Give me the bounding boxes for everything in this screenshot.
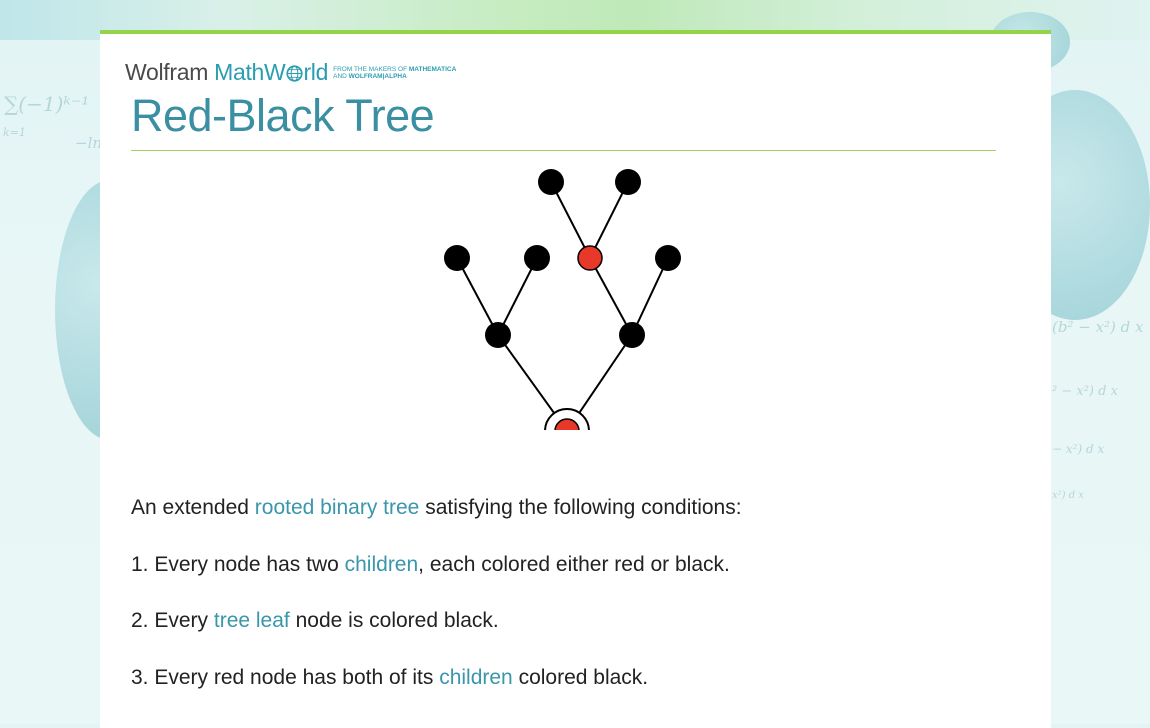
background-formula-left-sum: ∑(−1)ᵏ⁻¹ bbox=[4, 92, 90, 116]
node-black bbox=[524, 245, 550, 271]
title-divider bbox=[131, 150, 996, 151]
node-black bbox=[615, 169, 641, 195]
red-black-tree-diagram bbox=[444, 169, 681, 430]
node-black bbox=[619, 322, 645, 348]
node-black bbox=[538, 169, 564, 195]
link-tree-leaf[interactable]: tree leaf bbox=[213, 609, 290, 632]
condition-1: 1. Every node has two children, each col… bbox=[131, 553, 730, 576]
logo-wolfram-text: Wolfram bbox=[125, 59, 209, 85]
condition-2: 2. Every tree leaf node is colored black… bbox=[131, 609, 499, 632]
link-children[interactable]: children bbox=[344, 553, 419, 576]
node-black bbox=[485, 322, 511, 348]
globe-icon bbox=[286, 65, 303, 82]
background-formula-right-1: (b² − x²) d x bbox=[1052, 318, 1144, 336]
link-rooted-binary-tree[interactable]: rooted binary tree bbox=[254, 496, 420, 519]
background-formula-right-4: x²) d x bbox=[1052, 490, 1084, 501]
background-formula-left-index: k=1 bbox=[3, 126, 26, 139]
background-formula-right-2: ² − x²) d x bbox=[1052, 384, 1118, 399]
node-black bbox=[655, 245, 681, 271]
node-root-red bbox=[554, 418, 580, 430]
node-black bbox=[444, 245, 470, 271]
tree-edges bbox=[456, 181, 669, 430]
node-red bbox=[577, 245, 603, 271]
intro-paragraph: An extended rooted binary tree satisfyin… bbox=[131, 496, 742, 519]
page-title: Red-Black Tree bbox=[131, 90, 435, 141]
logo-tagline: FROM THE MAKERS OF MATHEMATICA AND WOLFR… bbox=[333, 65, 457, 80]
condition-3: 3. Every red node has both of its childr… bbox=[131, 666, 649, 689]
link-children[interactable]: children bbox=[439, 666, 513, 689]
background-formula-right-3: − x²) d x bbox=[1052, 442, 1105, 456]
background-formula-left-ln: −ln bbox=[75, 134, 103, 152]
